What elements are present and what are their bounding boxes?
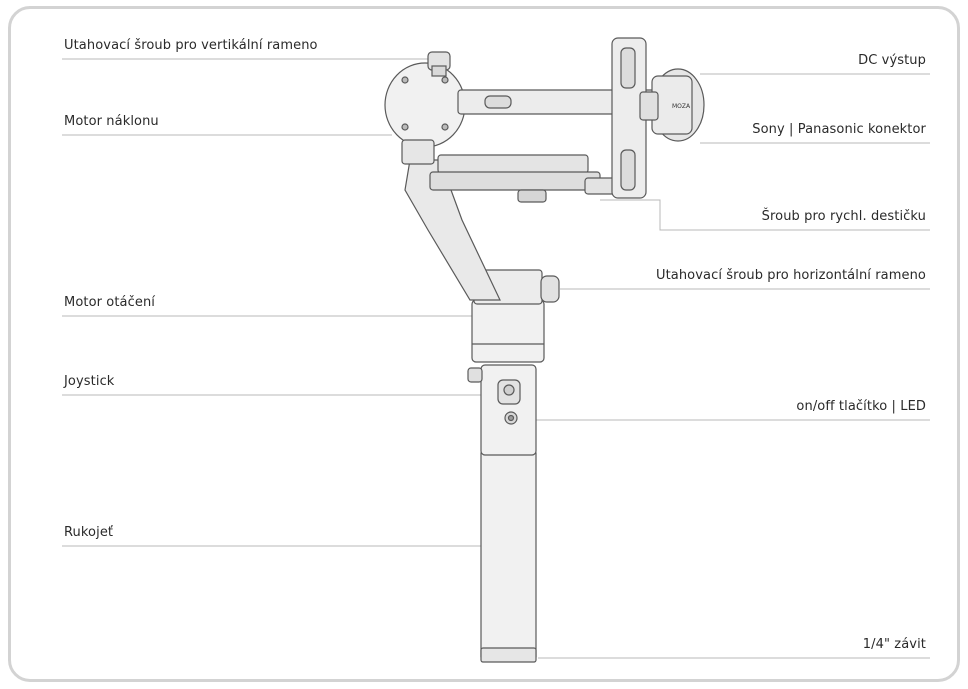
label-vertical-arm-screw: Utahovací šroub pro vertikální rameno	[64, 38, 318, 53]
horizontal-arm-screw-knob	[540, 275, 560, 303]
joystick-knob	[503, 384, 515, 396]
label-quick-plate-screw: Šroub pro rychl. destičku	[761, 209, 926, 224]
label-handle: Rukojeť	[64, 525, 114, 540]
label-power-button-led: on/off tlačítko | LED	[796, 399, 926, 414]
tilt-motor-housing	[384, 62, 466, 148]
moza-badge: MOZA	[672, 103, 691, 110]
label-joystick: Joystick	[64, 374, 115, 389]
connector-plug	[639, 91, 659, 121]
quick-release-plate	[437, 154, 589, 174]
label-quarter-inch-thread: 1/4" závit	[862, 637, 926, 652]
leader-line-quick-plate-screw	[600, 199, 930, 231]
control-panel	[480, 364, 537, 456]
handle-grip	[480, 449, 537, 661]
quick-plate-screw-knob	[517, 189, 547, 203]
side-knob	[467, 367, 483, 383]
pan-motor-body	[471, 299, 545, 363]
label-sony-panasonic-connector: Sony | Panasonic konektor	[752, 122, 926, 137]
label-pan-motor: Motor otáčení	[64, 295, 156, 310]
label-horizontal-arm-screw: Utahovací šroub pro horizontální rameno	[655, 268, 926, 283]
label-dc-output: DC výstup	[858, 53, 926, 68]
handle-bottom-ring	[480, 647, 537, 663]
label-tilt-motor: Motor náklonu	[64, 114, 159, 129]
